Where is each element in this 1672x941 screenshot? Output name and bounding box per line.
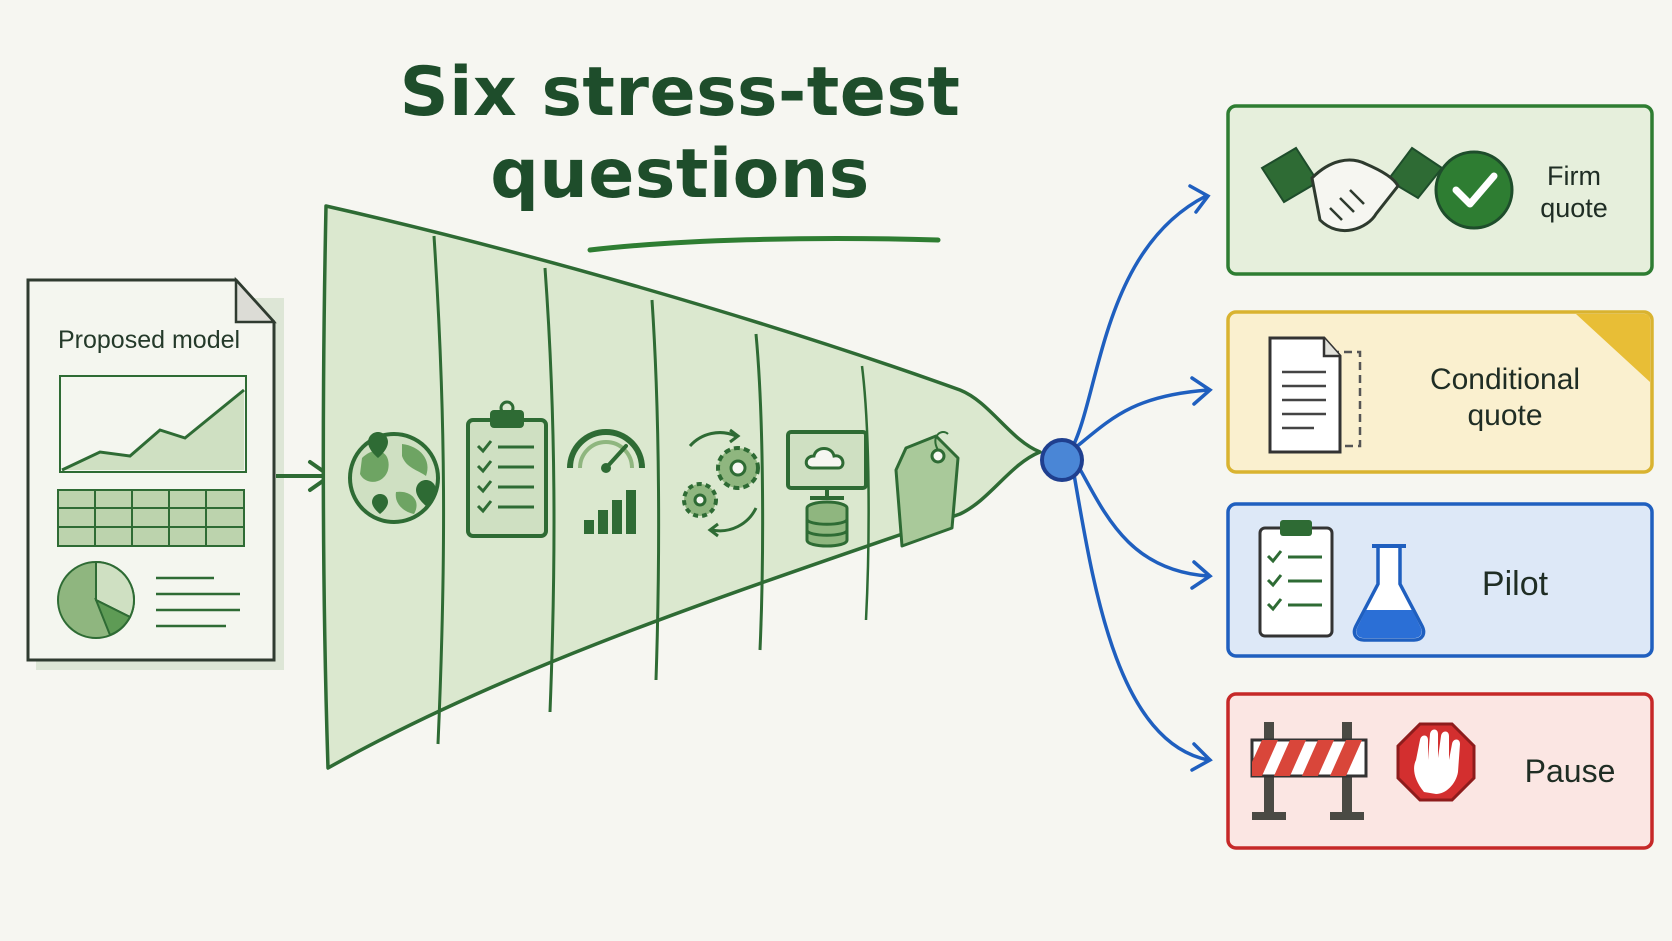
decision-node <box>1040 438 1084 482</box>
proposed-model-label: Proposed model <box>58 326 241 354</box>
text-lines-icon <box>156 576 240 628</box>
outcome-pilot <box>1226 502 1654 658</box>
outcome-conditional-line-1: Conditional <box>1429 363 1581 396</box>
price-tag-icon <box>894 431 960 548</box>
document-icon <box>1268 336 1362 454</box>
table-icon <box>57 489 245 547</box>
page-title: Six stress-test questions <box>380 52 980 216</box>
outcome-firm-line-2: quote <box>1540 193 1608 223</box>
monitor-cloud-database-icon <box>786 430 868 548</box>
title-line-2: questions <box>490 135 870 214</box>
outcome-pause-line-1: Pause <box>1524 753 1616 789</box>
handshake-icon <box>1260 146 1444 232</box>
title-underline <box>587 235 941 253</box>
outcome-firm-quote <box>1226 104 1654 276</box>
flask-icon <box>1352 544 1426 642</box>
globe-location-icon <box>348 432 440 524</box>
outcome-firm-line-1: Firm <box>1547 161 1601 191</box>
outcome-label-firm-quote: Firm quote <box>1514 160 1634 224</box>
clipboard-icon <box>1258 520 1334 638</box>
barrier-icon <box>1250 722 1368 820</box>
stop-hand-icon <box>1396 722 1476 802</box>
stress-test-funnel <box>321 204 1042 770</box>
outcome-label-conditional-quote: Conditional quote <box>1400 362 1610 434</box>
checkmark-circle-icon <box>1434 150 1514 230</box>
gauge-bar-chart-icon <box>567 429 645 534</box>
outcome-conditional-line-2: quote <box>1467 399 1543 432</box>
line-chart-icon <box>59 375 247 473</box>
gears-cycle-icon <box>682 428 760 538</box>
outcome-pilot-line-1: Pilot <box>1481 565 1549 603</box>
outcome-conditional-quote <box>1226 310 1654 474</box>
proposed-model-document <box>26 276 284 670</box>
title-line-1: Six stress-test <box>399 53 961 132</box>
outcome-label-pilot: Pilot <box>1440 564 1590 604</box>
decision-branches <box>1068 184 1213 772</box>
checklist-clipboard-icon <box>466 400 548 538</box>
outcome-pause <box>1226 692 1654 850</box>
pie-chart-icon <box>57 560 135 639</box>
outcome-label-pause: Pause <box>1500 752 1640 790</box>
